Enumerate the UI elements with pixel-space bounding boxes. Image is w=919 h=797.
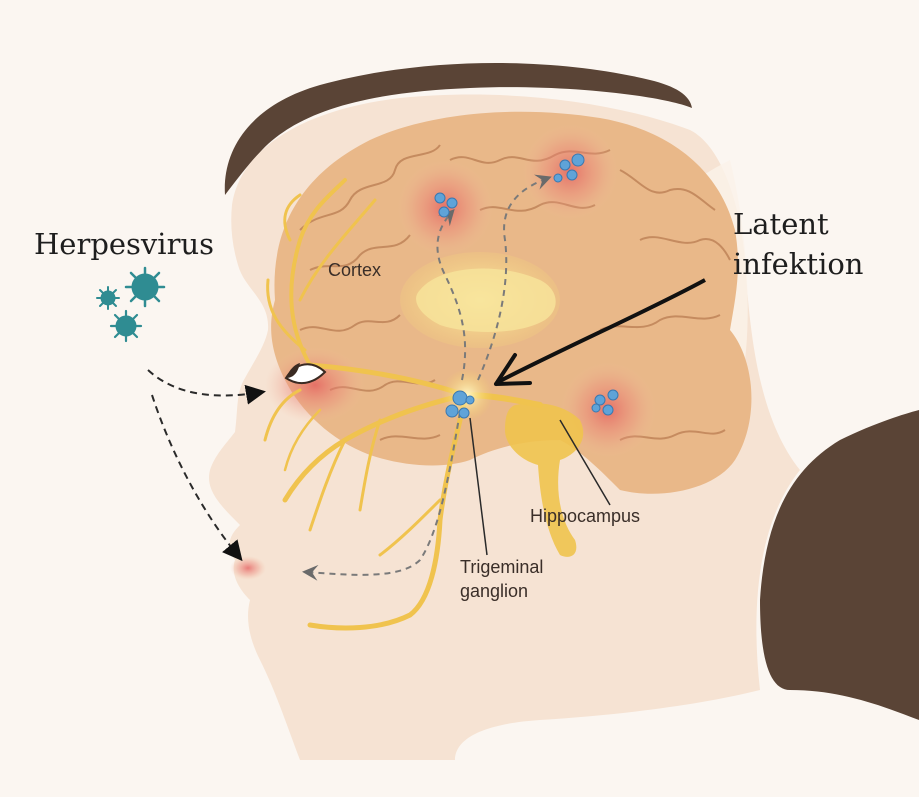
latent-arrow-head [494, 353, 532, 386]
hippocampus-leader-line [559, 419, 611, 506]
herpesvirus-icon [96, 266, 166, 343]
pathway-ganglion-to-lip [302, 411, 461, 581]
trigeminal-nerves [263, 178, 543, 631]
cortex-label: Cortex [328, 260, 382, 280]
hippocampus-label: Hippocampus [530, 506, 641, 526]
hair-back [760, 410, 919, 720]
inflammation-spot-lip [230, 556, 266, 580]
virus-particles [434, 153, 619, 419]
pathway-to-eye [147, 369, 266, 405]
inflammation-spot-eye [265, 347, 365, 423]
herpesvirus-label: Herpesvirus [34, 227, 215, 261]
latent-infection-label-line1: Latent [733, 207, 829, 241]
trigeminal-label-line1: Trigeminal [460, 557, 544, 577]
eye-pupil [286, 363, 300, 378]
trigeminal-leader-line [469, 417, 488, 556]
hippocampus-structure [505, 403, 584, 557]
latent-infection-label-line2: infektion [733, 247, 864, 281]
trigeminal-label-line2: ganglion [460, 581, 529, 601]
virus-pathways [147, 174, 552, 581]
thalamus [416, 268, 556, 332]
hair-top [224, 62, 692, 196]
pathway-ganglion-to-cortex [436, 209, 467, 381]
latent-infection-arrow [497, 278, 706, 384]
